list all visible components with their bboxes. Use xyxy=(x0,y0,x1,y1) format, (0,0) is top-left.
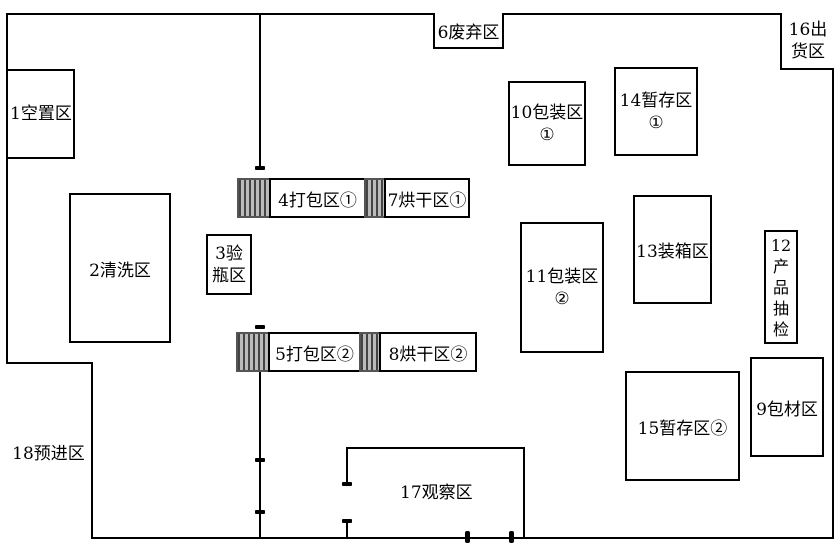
zone-3-bottle-inspection: 3验 瓶区 xyxy=(206,234,252,295)
right-wall xyxy=(832,13,834,539)
zone-3-label-line1: 3验 xyxy=(215,243,243,264)
zone-15-label: 15暂存区② xyxy=(637,418,728,439)
zone-3-label-line2: 瓶区 xyxy=(212,265,246,286)
left-wall xyxy=(6,13,8,539)
conveyor-7 xyxy=(364,178,386,218)
bottom-wall xyxy=(6,537,834,539)
conveyor-5 xyxy=(236,332,270,372)
zone-4-label: 4打包区① xyxy=(278,190,357,211)
zone-1-empty xyxy=(6,69,75,159)
zone-16-shipping: 16出 货区 xyxy=(780,13,834,70)
zone-5-label: 5打包区② xyxy=(275,344,354,365)
zone-14-label-line1: 14暂存区 xyxy=(619,90,693,111)
zone-9-label: 9包材区 xyxy=(756,399,818,420)
door-marker xyxy=(255,458,265,462)
zone-12-char-2: 产 xyxy=(772,256,789,276)
zone-14-label-line2: ① xyxy=(648,112,664,133)
zone-16-label-line2: 货区 xyxy=(791,41,825,62)
zone-6-label: 6废弃区 xyxy=(437,22,500,43)
partition-line-upper xyxy=(259,13,261,168)
zone-6-waste: 6废弃区 xyxy=(433,13,504,49)
zone-13-label: 13装箱区 xyxy=(636,242,709,262)
zone-1-label: 1空置区 xyxy=(10,104,72,124)
zone-10-packaging-1: 10包装区 ① xyxy=(508,81,586,166)
zone-11-label-line1: 11包装区 xyxy=(525,266,599,287)
zone-7-drying-1: 7烘干区① xyxy=(384,178,470,218)
zone-7-label: 7烘干区① xyxy=(387,190,467,211)
zone-13-boxing: 13装箱区 xyxy=(633,195,712,304)
zone-17-door-post xyxy=(346,521,348,539)
zone-12-char-1: 12 xyxy=(770,235,792,255)
zone-12-sampling: 12 产 品 抽 检 xyxy=(764,230,798,344)
zone-18-label: 18预进区 xyxy=(12,444,85,464)
zone-17-label: 17观察区 xyxy=(400,483,473,503)
zone-8-drying-2: 8烘干区② xyxy=(379,332,477,372)
zone-17-left-wall xyxy=(346,447,348,484)
zone-16-label-line1: 16出 xyxy=(788,19,828,40)
zone-17-top-wall xyxy=(346,447,525,449)
door-marker xyxy=(255,166,265,170)
zone-11-packaging-2: 11包装区 ② xyxy=(520,222,604,353)
zone-14-staging-1: 14暂存区 ① xyxy=(614,67,698,156)
zone-4-packing-1: 4打包区① xyxy=(269,178,366,218)
zone-11-label-line2: ② xyxy=(554,288,570,309)
entrance-post-right xyxy=(509,531,514,543)
zone-5-packing-2: 5打包区② xyxy=(268,332,361,372)
zone-12-char-3: 品 xyxy=(772,277,789,297)
zone-12-char-5: 检 xyxy=(772,319,789,339)
zone-17-right-wall xyxy=(523,447,525,539)
door-marker xyxy=(342,482,352,486)
conveyor-8 xyxy=(359,332,381,372)
zone-12-char-4: 抽 xyxy=(772,298,789,318)
zone-8-label: 8烘干区② xyxy=(388,344,468,365)
partition-line-lower xyxy=(259,370,261,539)
door-marker xyxy=(255,510,265,514)
zone-10-label-line2: ① xyxy=(539,124,555,145)
entrance-post-left xyxy=(465,531,470,543)
door-marker xyxy=(255,325,265,329)
zone-18-pre-entry: 18预进区 xyxy=(6,362,93,539)
zone-10-label-line1: 10包装区 xyxy=(510,102,584,123)
conveyor-4 xyxy=(237,178,271,218)
zone-2-cleaning: 2清洗区 xyxy=(69,193,171,343)
zone-2-label: 2清洗区 xyxy=(89,260,151,281)
zone-15-staging-2: 15暂存区② xyxy=(625,371,740,481)
zone-9-materials: 9包材区 xyxy=(750,357,824,457)
top-wall xyxy=(6,13,834,15)
